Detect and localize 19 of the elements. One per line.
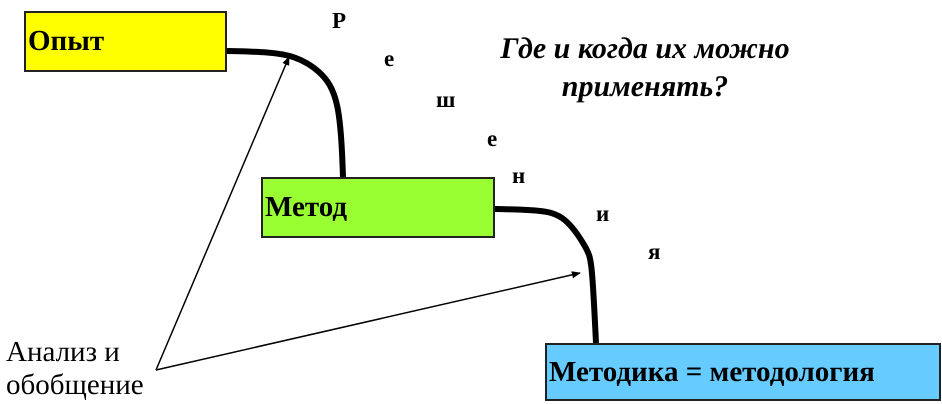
- box-label: Опыт: [28, 25, 104, 58]
- process-box: [24, 11, 227, 72]
- question-text: Где и когда их можно применять?: [499, 31, 791, 105]
- box-label: Метод: [265, 191, 348, 224]
- connector: [494, 206, 599, 344]
- box-label: Методика = методология: [549, 356, 875, 388]
- letter-label: я: [648, 239, 660, 265]
- leader-arrow: [155, 56, 290, 370]
- process-box: [261, 177, 495, 238]
- process-box: [545, 343, 941, 401]
- letter-label: е: [487, 126, 498, 152]
- letter-label: е: [384, 46, 394, 72]
- letter-label: н: [512, 163, 526, 189]
- letter-label: Р: [332, 8, 346, 34]
- letter-label: и: [596, 201, 610, 227]
- letter-label: ш: [436, 87, 456, 113]
- leader-arrow: [156, 271, 581, 371]
- annotation-text: Анализ и обобщение: [6, 336, 156, 402]
- connector: [226, 48, 346, 178]
